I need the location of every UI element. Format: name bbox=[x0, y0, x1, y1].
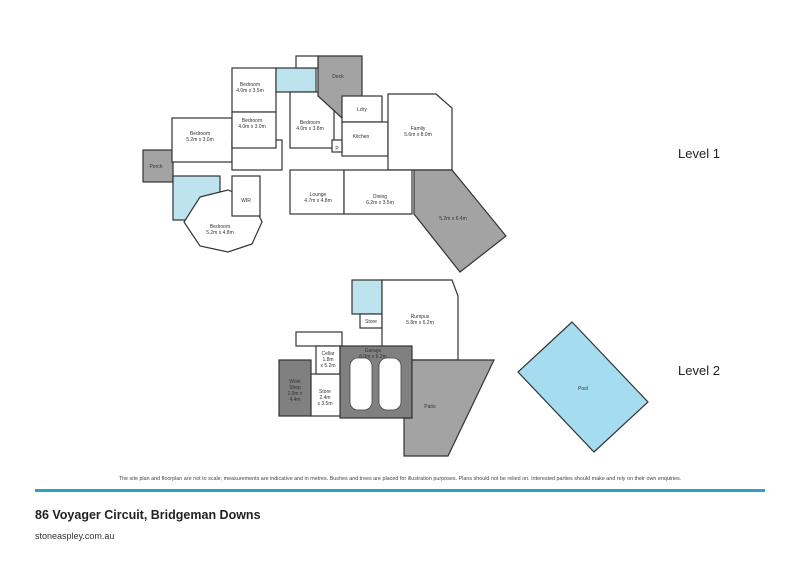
garage-dims: 6.0m x 6.2m bbox=[359, 354, 387, 360]
rumpus-label: Rumpus bbox=[411, 314, 430, 320]
garage-cars bbox=[349, 357, 402, 411]
lounge-area bbox=[289, 169, 345, 215]
family-dims: 5.6m x 8.0m bbox=[404, 132, 432, 138]
stairs-level-2 bbox=[295, 331, 343, 347]
bedroom-4-area bbox=[171, 117, 233, 163]
bedroom-3-label: Bedroom bbox=[300, 120, 320, 126]
store-area bbox=[310, 373, 342, 417]
garage-label: Garage bbox=[365, 348, 382, 354]
porch-label: Porch bbox=[149, 164, 162, 170]
bathroom-top bbox=[275, 67, 317, 93]
bedroom-2-label: Bedroom bbox=[242, 118, 262, 124]
bedroom-5-dims: 5.2m x 4.8m bbox=[206, 230, 234, 236]
store-label: Store bbox=[319, 389, 331, 395]
cellar-label: Cellar bbox=[321, 351, 334, 357]
bathroom-level-2 bbox=[351, 279, 383, 315]
accent-divider bbox=[35, 489, 765, 492]
store-small-label: Store bbox=[365, 319, 377, 325]
cellar-area bbox=[315, 345, 341, 375]
cellar-dims-1: 1.8m bbox=[322, 357, 333, 363]
wir-label: WIR bbox=[241, 198, 251, 204]
laundry-label: Ldry bbox=[357, 107, 367, 113]
disclaimer-text: The site plan and floorplan are not to s… bbox=[118, 476, 682, 482]
bedroom-1-area bbox=[231, 67, 277, 113]
lounge-label: Lounge bbox=[310, 192, 327, 198]
dining-area bbox=[343, 169, 413, 215]
patio-label: Patio bbox=[424, 404, 436, 410]
store-dims-1: 2.4m bbox=[319, 395, 330, 401]
bedroom-1-label: Bedroom bbox=[240, 82, 260, 88]
car-left bbox=[349, 357, 373, 411]
kitchen-label: Kitchen bbox=[353, 134, 370, 140]
patio-area bbox=[403, 359, 495, 457]
workshop-label-1: Work bbox=[289, 379, 301, 385]
rumpus-dims: 5.8m x 6.2m bbox=[406, 320, 434, 326]
level-1-labels: Porch Bedroom 5.2m x 3.0m Bedroom 4.0m x… bbox=[149, 74, 719, 236]
level-2-title: Level 2 bbox=[678, 363, 720, 378]
pool-area bbox=[517, 321, 649, 453]
deck-label: Deck bbox=[332, 74, 344, 80]
workshop-dims-2: 4.4m bbox=[289, 397, 300, 403]
bedroom-2-dims: 4.0m x 3.0m bbox=[238, 124, 266, 130]
stairs-top bbox=[295, 55, 319, 69]
bedroom-4-label: Bedroom bbox=[190, 131, 210, 137]
property-address: 86 Voyager Circuit, Bridgeman Downs bbox=[35, 508, 261, 522]
family-area bbox=[387, 93, 453, 171]
level-1-title: Level 1 bbox=[678, 146, 720, 161]
bedroom-4-dims: 5.2m x 3.0m bbox=[186, 137, 214, 143]
laundry-area bbox=[341, 95, 383, 123]
pool-label: Pool bbox=[578, 386, 588, 392]
level-2-plan bbox=[278, 279, 495, 457]
wir-area bbox=[231, 175, 261, 217]
porch-area bbox=[142, 149, 174, 183]
kitchen-area bbox=[341, 121, 389, 157]
workshop-area bbox=[278, 359, 312, 417]
level-1-plan bbox=[142, 55, 507, 273]
bedroom-5-label: Bedroom bbox=[210, 224, 230, 230]
pantry-area bbox=[331, 139, 343, 153]
agency-website: stoneaspley.com.au bbox=[35, 531, 115, 541]
bedroom-2-area bbox=[231, 111, 277, 149]
store-dims-2: x 3.5m bbox=[317, 401, 332, 407]
pantry-label: P bbox=[335, 146, 339, 152]
car-right bbox=[378, 357, 402, 411]
workshop-dims-1: 2.0m x bbox=[287, 391, 303, 397]
family-label: Family bbox=[411, 126, 426, 132]
dining-label: Dining bbox=[373, 194, 387, 200]
deck-2-area bbox=[413, 169, 507, 273]
bedroom-3-dims: 4.0m x 3.8m bbox=[296, 126, 324, 132]
level-2-labels: Store Rumpus 5.8m x 6.2m Cellar 1.8m x 5… bbox=[287, 314, 719, 410]
cellar-dims-2: x 5.2m bbox=[320, 363, 335, 369]
dining-dims: 6.2m x 3.5m bbox=[366, 200, 394, 206]
bedroom-1-dims: 4.0m x 3.5m bbox=[236, 88, 264, 94]
workshop-label-2: Shop bbox=[289, 385, 301, 391]
deck-2-dims: 5.2m x 6.4m bbox=[439, 216, 467, 222]
lounge-dims: 4.7m x 4.8m bbox=[304, 198, 332, 204]
